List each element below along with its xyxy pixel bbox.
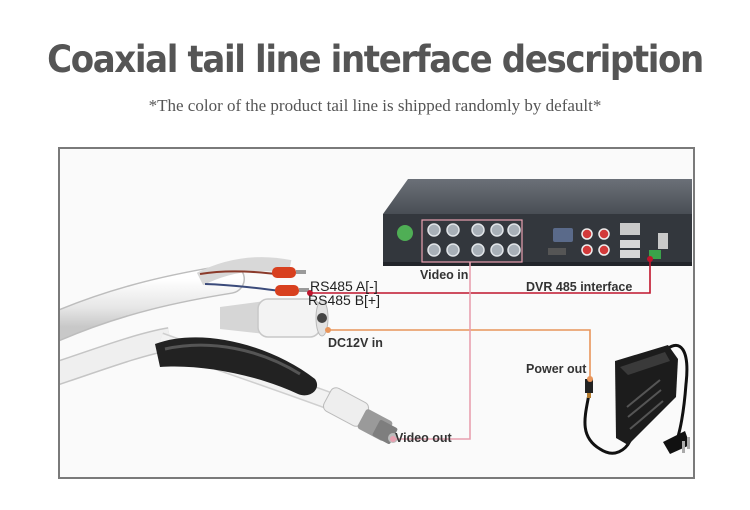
page-title: Coaxial tail line interface description (47, 38, 704, 81)
wiring-diagram (60, 179, 692, 455)
page-subtitle: *The color of the product tail line is s… (148, 96, 602, 115)
diagram-frame: RS485 A[-] RS485 B[+] DC12V in Video in … (58, 147, 695, 479)
bnc-video-out-connector (322, 387, 398, 444)
dvr-485-interface-label: DVR 485 interface (526, 280, 633, 294)
rs485-connection-line (310, 259, 651, 294)
dc-power-connector (220, 298, 329, 338)
video-out-label: Video out (395, 431, 452, 445)
power-out-label: Power out (526, 362, 587, 376)
rs485-a-terminal (272, 267, 296, 278)
video-in-label: Video in (420, 268, 469, 282)
rs485-wires (199, 267, 309, 296)
dvr-485-terminal (649, 250, 661, 259)
power-connection-line (328, 329, 591, 379)
rs485-b-label: RS485 B[+] (308, 292, 380, 308)
power-switch-icon (397, 225, 413, 241)
dvr-device (383, 179, 692, 266)
rs485-b-terminal (275, 285, 299, 296)
rs485-a-label: RS485 A[-] (310, 278, 378, 294)
power-adapter (583, 343, 690, 455)
video-in-bnc-group (421, 219, 523, 263)
video-connection-line (393, 262, 471, 440)
dc12v-in-label: DC12V in (328, 336, 383, 350)
bnc-boot (155, 337, 318, 396)
